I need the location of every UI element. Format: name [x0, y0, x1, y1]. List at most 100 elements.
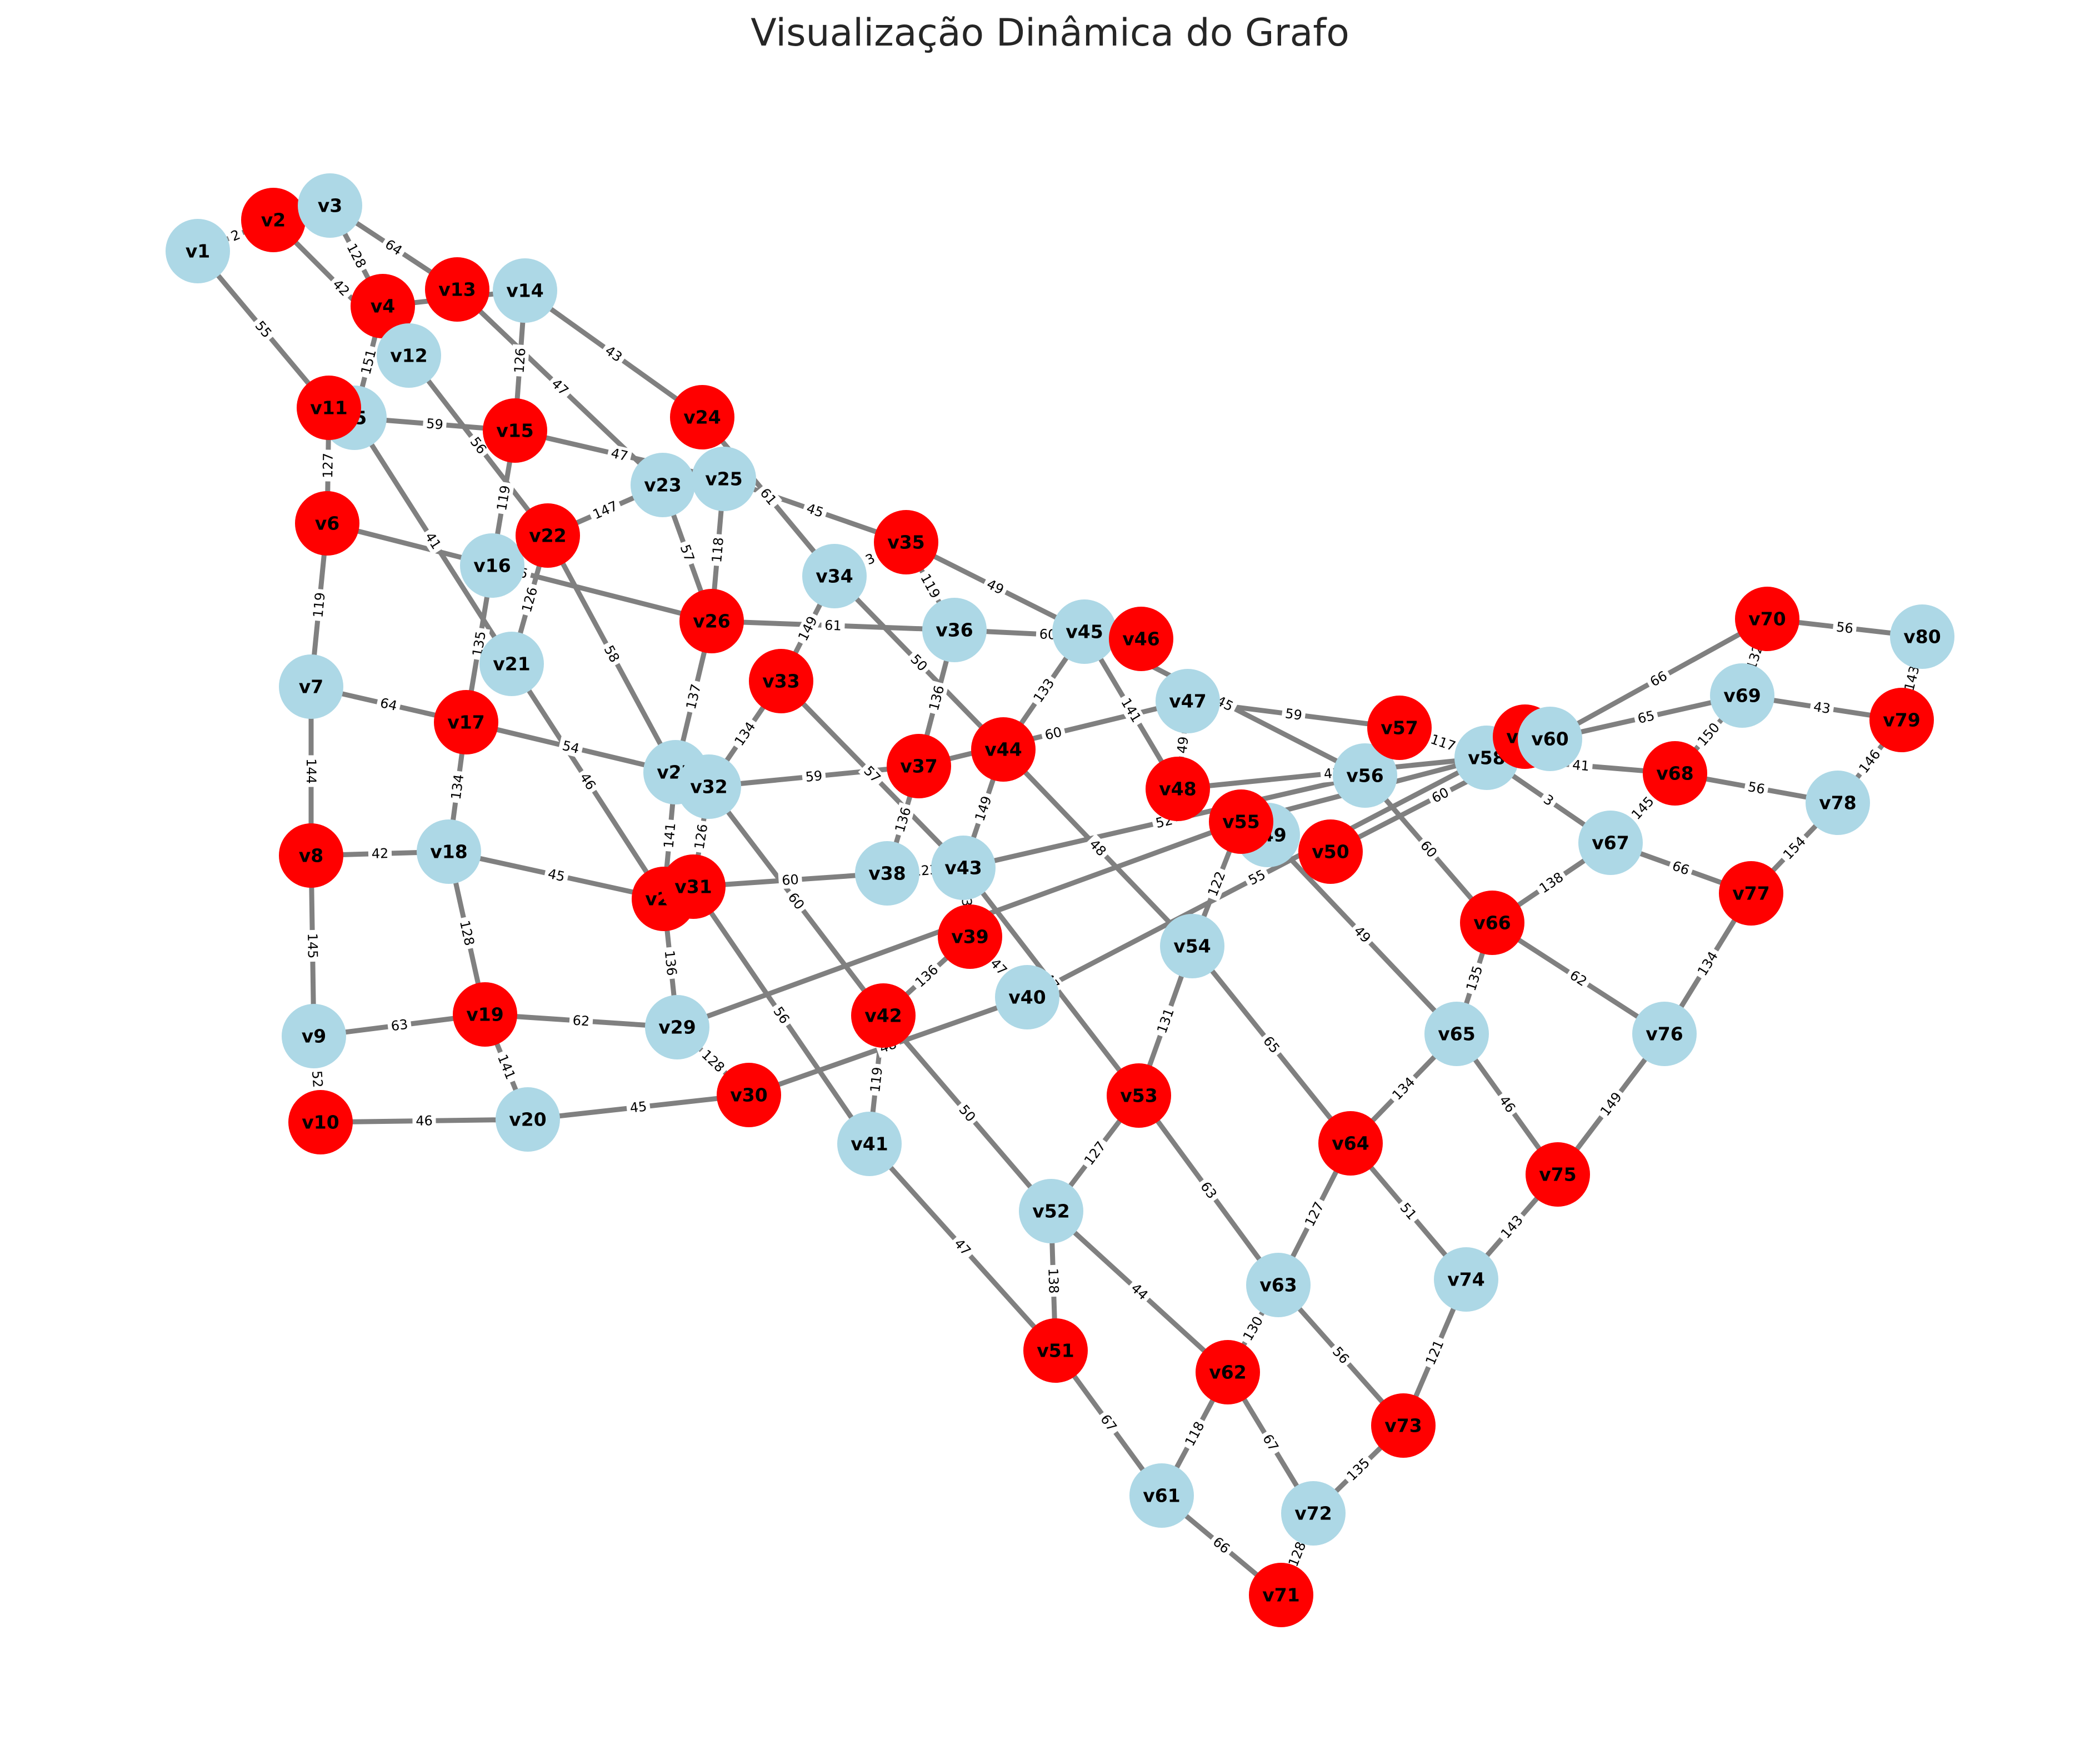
node-circle[interactable]	[1281, 1481, 1346, 1546]
node-v41[interactable]: v41	[837, 1112, 902, 1176]
node-v57[interactable]: v57	[1367, 696, 1432, 760]
node-circle[interactable]	[479, 632, 544, 696]
node-circle[interactable]	[425, 257, 489, 322]
node-circle[interactable]	[1890, 604, 1954, 669]
node-v72[interactable]: v72	[1281, 1481, 1346, 1546]
node-v23[interactable]: v23	[631, 453, 695, 517]
node-circle[interactable]	[297, 376, 361, 440]
node-v48[interactable]: v48	[1146, 757, 1210, 821]
node-v20[interactable]: v20	[496, 1087, 560, 1152]
node-circle[interactable]	[1023, 1318, 1088, 1383]
node-v3[interactable]: v3	[298, 173, 362, 238]
node-v60[interactable]: v60	[1518, 707, 1582, 771]
node-circle[interactable]	[851, 983, 916, 1048]
node-v80[interactable]: v80	[1890, 604, 1954, 669]
node-circle[interactable]	[1160, 914, 1224, 978]
node-v38[interactable]: v38	[855, 841, 919, 906]
node-v73[interactable]: v73	[1371, 1393, 1436, 1458]
node-circle[interactable]	[887, 734, 951, 798]
node-circle[interactable]	[1578, 811, 1643, 875]
node-circle[interactable]	[483, 398, 547, 463]
node-v67[interactable]: v67	[1578, 811, 1643, 875]
node-v42[interactable]: v42	[851, 983, 916, 1048]
node-v77[interactable]: v77	[1719, 861, 1783, 926]
node-circle[interactable]	[1249, 1563, 1313, 1627]
node-v16[interactable]: v16	[460, 533, 524, 598]
node-circle[interactable]	[692, 447, 756, 511]
node-v44[interactable]: v44	[971, 717, 1036, 782]
node-circle[interactable]	[938, 904, 1002, 969]
node-circle[interactable]	[1869, 688, 1934, 752]
node-circle[interactable]	[874, 510, 938, 574]
node-circle[interactable]	[1424, 1002, 1489, 1066]
node-circle[interactable]	[351, 274, 415, 338]
node-v76[interactable]: v76	[1632, 1002, 1697, 1066]
node-circle[interactable]	[516, 503, 580, 568]
node-v61[interactable]: v61	[1129, 1463, 1194, 1528]
node-v53[interactable]: v53	[1107, 1063, 1171, 1128]
node-v18[interactable]: v18	[417, 819, 481, 884]
node-v71[interactable]: v71	[1249, 1563, 1313, 1627]
node-v43[interactable]: v43	[931, 836, 996, 900]
node-v56[interactable]: v56	[1333, 743, 1397, 808]
node-v7[interactable]: v7	[279, 654, 343, 719]
node-v29[interactable]: v29	[645, 995, 709, 1059]
node-circle[interactable]	[1710, 663, 1774, 728]
node-circle[interactable]	[1371, 1393, 1436, 1458]
node-v21[interactable]: v21	[479, 632, 544, 696]
node-circle[interactable]	[1632, 1002, 1697, 1066]
node-circle[interactable]	[922, 598, 987, 662]
node-circle[interactable]	[1806, 771, 1870, 835]
node-v51[interactable]: v51	[1023, 1318, 1088, 1383]
node-circle[interactable]	[1156, 669, 1220, 733]
node-v30[interactable]: v30	[717, 1063, 781, 1127]
node-v70[interactable]: v70	[1735, 587, 1799, 651]
node-circle[interactable]	[971, 717, 1036, 782]
node-circle[interactable]	[282, 1004, 346, 1068]
node-circle[interactable]	[295, 491, 359, 556]
node-v8[interactable]: v8	[279, 823, 343, 888]
node-v62[interactable]: v62	[1196, 1340, 1260, 1404]
node-circle[interactable]	[1109, 607, 1173, 671]
node-v25[interactable]: v25	[692, 447, 756, 511]
node-v79[interactable]: v79	[1869, 688, 1934, 752]
node-v63[interactable]: v63	[1246, 1253, 1311, 1317]
node-circle[interactable]	[1246, 1253, 1311, 1317]
node-v50[interactable]: v50	[1298, 819, 1363, 884]
node-v65[interactable]: v65	[1424, 1002, 1489, 1066]
node-circle[interactable]	[717, 1063, 781, 1127]
node-circle[interactable]	[1643, 741, 1707, 806]
node-circle[interactable]	[493, 258, 557, 323]
node-circle[interactable]	[1367, 696, 1432, 760]
node-v17[interactable]: v17	[434, 690, 498, 754]
node-v69[interactable]: v69	[1710, 663, 1774, 728]
node-v37[interactable]: v37	[887, 734, 951, 798]
node-circle[interactable]	[298, 173, 362, 238]
node-v68[interactable]: v68	[1643, 741, 1707, 806]
node-v47[interactable]: v47	[1156, 669, 1220, 733]
node-circle[interactable]	[1196, 1340, 1260, 1404]
node-v46[interactable]: v46	[1109, 607, 1173, 671]
node-circle[interactable]	[1052, 599, 1117, 664]
node-circle[interactable]	[453, 982, 517, 1047]
node-circle[interactable]	[241, 188, 306, 252]
node-v34[interactable]: v34	[802, 544, 867, 608]
node-v75[interactable]: v75	[1526, 1142, 1590, 1207]
node-v66[interactable]: v66	[1460, 891, 1524, 955]
node-v33[interactable]: v33	[749, 649, 813, 713]
node-circle[interactable]	[434, 690, 498, 754]
node-v1[interactable]: v1	[166, 219, 230, 283]
node-v14[interactable]: v14	[493, 258, 557, 323]
node-v13[interactable]: v13	[425, 257, 489, 322]
node-v54[interactable]: v54	[1160, 914, 1224, 978]
node-v10[interactable]: v10	[288, 1090, 353, 1154]
node-v55[interactable]: v55	[1209, 789, 1273, 854]
node-circle[interactable]	[677, 754, 741, 819]
node-circle[interactable]	[1298, 819, 1363, 884]
node-circle[interactable]	[995, 965, 1059, 1029]
node-circle[interactable]	[1129, 1463, 1194, 1528]
node-circle[interactable]	[288, 1090, 353, 1154]
node-circle[interactable]	[1318, 1111, 1383, 1176]
node-v78[interactable]: v78	[1806, 771, 1870, 835]
node-circle[interactable]	[1518, 707, 1582, 771]
